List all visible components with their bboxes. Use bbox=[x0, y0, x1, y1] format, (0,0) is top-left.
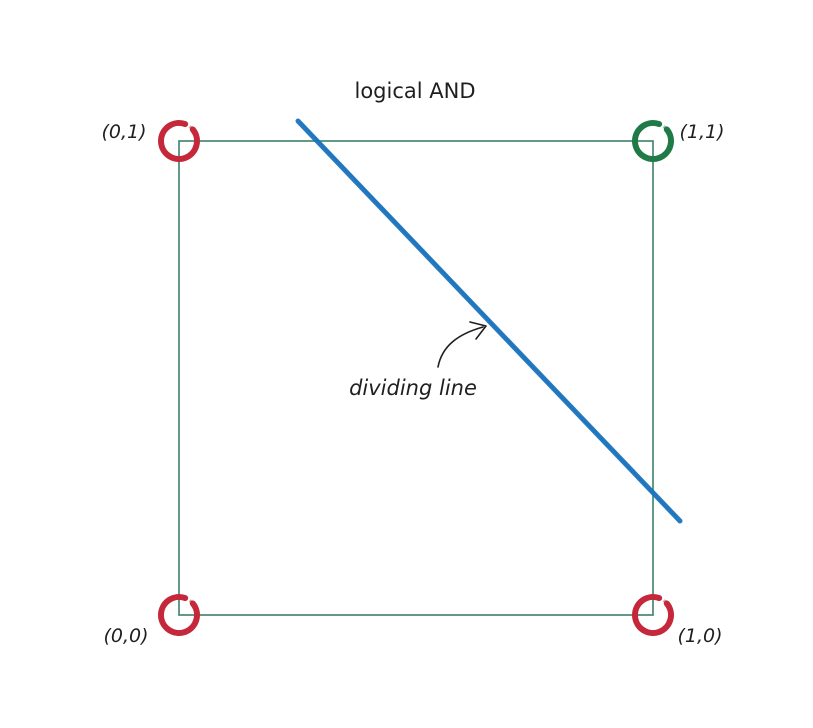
point-marker-0-1 bbox=[158, 120, 200, 162]
point-marker-1-0 bbox=[632, 594, 674, 636]
point-ring-tail bbox=[658, 596, 668, 605]
dividing-line-label: dividing line bbox=[349, 376, 477, 400]
diagram-title: logical AND bbox=[354, 79, 475, 103]
point-ring-tail bbox=[184, 596, 194, 605]
dividing-line bbox=[295, 118, 683, 524]
point-marker-1-1 bbox=[632, 120, 674, 162]
point-ring-tail bbox=[658, 122, 668, 131]
annotation-arrow bbox=[437, 321, 487, 368]
point-label-1-0: (1,0) bbox=[677, 625, 722, 647]
unit-square bbox=[178, 140, 654, 616]
point-marker-0-0 bbox=[158, 594, 200, 636]
point-ring bbox=[632, 594, 674, 636]
point-ring bbox=[158, 594, 200, 636]
point-ring bbox=[632, 120, 674, 162]
point-label-0-1: (0,1) bbox=[101, 121, 146, 143]
point-ring-tail bbox=[184, 122, 194, 131]
point-ring bbox=[158, 120, 200, 162]
point-label-1-1: (1,1) bbox=[679, 121, 724, 143]
point-label-0-0: (0,0) bbox=[103, 625, 148, 647]
